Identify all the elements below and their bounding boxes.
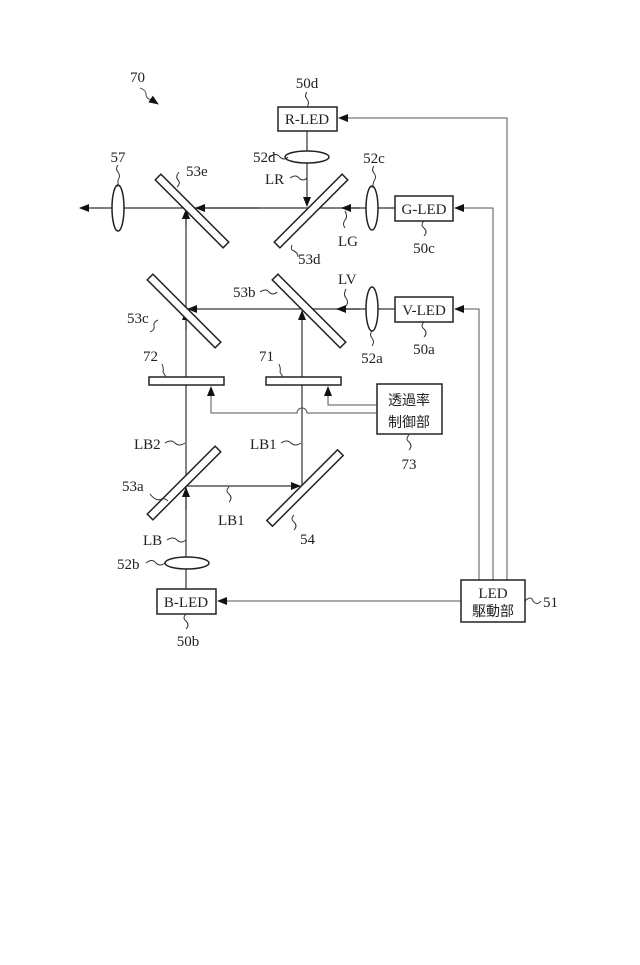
filter72-control-line <box>211 387 377 413</box>
ref-53c: 53c <box>127 311 149 327</box>
label-lg: LG <box>338 234 358 250</box>
b-led-label: B-LED <box>164 595 208 611</box>
lens-52c <box>366 186 378 230</box>
lens-52a <box>366 287 378 331</box>
g-led-drive-line <box>455 208 493 580</box>
ref-51: 51 <box>543 595 558 611</box>
lens-52d <box>285 151 329 163</box>
mirror-53e <box>155 174 229 248</box>
ref-53b: 53b <box>233 285 256 301</box>
ref-53d: 53d <box>298 252 321 268</box>
ref-72: 72 <box>143 349 158 365</box>
led-driver-line2: 駆動部 <box>472 604 514 620</box>
lens-57 <box>112 185 124 231</box>
ref-50a: 50a <box>413 342 435 358</box>
ref-53a: 53a <box>122 479 144 495</box>
label-lb: LB <box>143 533 162 549</box>
ref-50c: 50c <box>413 241 435 257</box>
filter-72 <box>149 377 224 385</box>
transmittance-controller-line2: 制御部 <box>388 415 430 431</box>
ref-73: 73 <box>402 457 417 473</box>
label-lb1-horizontal: LB1 <box>218 513 245 529</box>
led-driver-line1: LED <box>478 586 507 602</box>
ref-54: 54 <box>300 532 316 548</box>
figure-ref-arrow <box>140 88 158 104</box>
label-lb1-vertical: LB1 <box>250 437 277 453</box>
mirror-53b <box>272 274 346 348</box>
g-led-label: G-LED <box>402 202 447 218</box>
label-lr: LR <box>265 172 284 188</box>
r-led-label: R-LED <box>285 112 329 128</box>
ref-71: 71 <box>259 349 274 365</box>
label-lb2: LB2 <box>134 437 161 453</box>
mirror-53d <box>274 174 348 248</box>
mirror-53c <box>147 274 221 348</box>
ref-52b: 52b <box>117 557 140 573</box>
ref-52d: 52d <box>253 150 276 166</box>
lens-52b <box>165 557 209 569</box>
ref-53e: 53e <box>186 164 208 180</box>
filter71-control-line <box>328 387 377 405</box>
transmittance-controller-line1: 透過率 <box>388 392 430 409</box>
mirror-53a <box>147 446 221 520</box>
ref-50b: 50b <box>177 634 200 650</box>
ref-52a: 52a <box>361 351 383 367</box>
figure-ref: 70 <box>130 70 145 86</box>
v-led-drive-line <box>455 309 479 580</box>
filter-71 <box>266 377 341 385</box>
ref-57: 57 <box>111 150 127 166</box>
label-lv: LV <box>338 272 357 288</box>
leader-lines <box>117 92 542 629</box>
ref-50d: 50d <box>296 76 319 92</box>
mirror-54 <box>267 450 343 526</box>
v-led-label: V-LED <box>402 303 446 319</box>
ref-52c: 52c <box>363 151 385 167</box>
